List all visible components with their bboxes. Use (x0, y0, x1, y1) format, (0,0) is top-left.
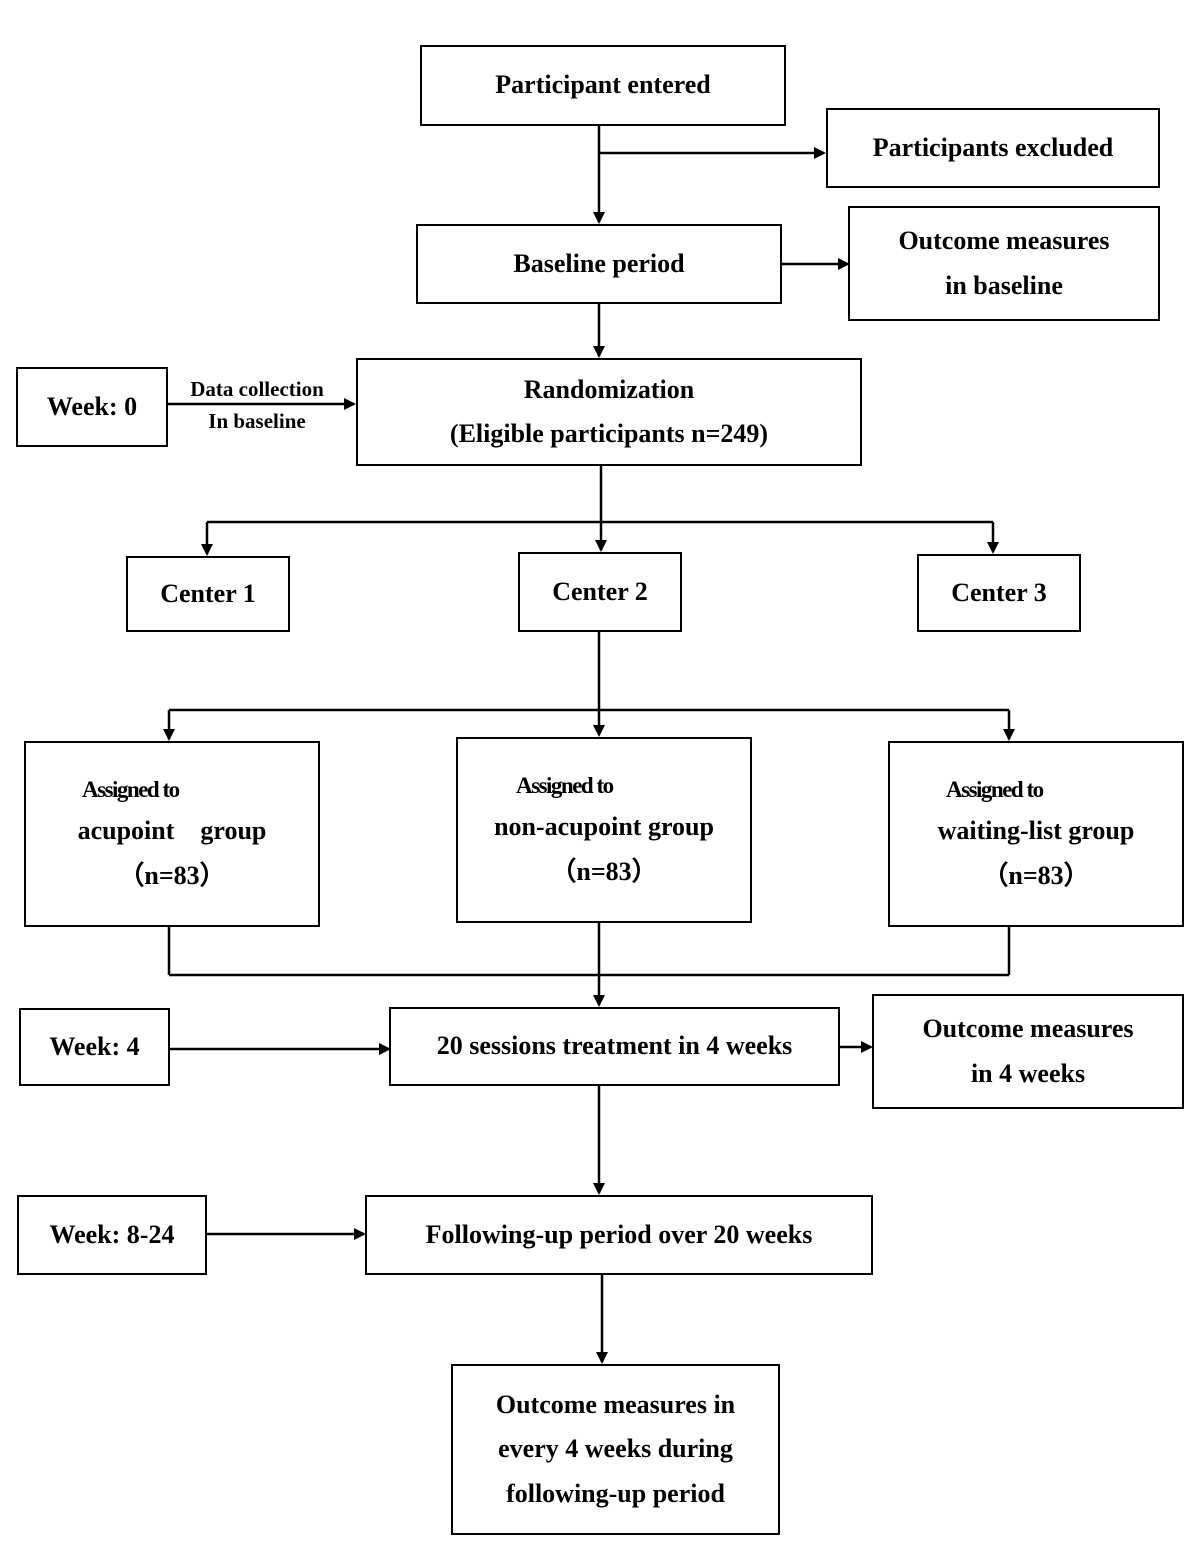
data-collection-line2: In baseline (208, 408, 306, 433)
nonacupoint-group-line3: （n=83） (550, 856, 658, 886)
outcome-followup-line1: Outcome measures in (495, 1390, 736, 1420)
center-1-text: Center 1 (160, 578, 256, 608)
box-waiting-list-group: Assigned to waiting-list group （n=83） (888, 741, 1184, 927)
followup-period-text: Following-up period over 20 weeks (425, 1219, 813, 1249)
participants-excluded-text: Participants excluded (872, 132, 1114, 162)
outcome-4-weeks-line2: in 4 weeks (970, 1058, 1086, 1088)
box-randomization: Randomization (Eligible participants n=2… (356, 358, 862, 466)
box-acupoint-group: Assigned to acupoint group （n=83） (24, 741, 320, 927)
outcome-4-weeks-line1: Outcome measures (922, 1014, 1134, 1044)
nonacupoint-group-line2: non-acupoint group (494, 812, 714, 842)
box-outcome-followup: Outcome measures in every 4 weeks during… (451, 1364, 780, 1535)
box-treatment: 20 sessions treatment in 4 weeks (389, 1007, 840, 1086)
box-week-0: Week: 0 (16, 367, 168, 447)
acupoint-group-line3: （n=83） (118, 860, 226, 890)
outcome-followup-line2: every 4 weeks during (498, 1434, 733, 1464)
treatment-text: 20 sessions treatment in 4 weeks (436, 1031, 793, 1061)
box-center-2: Center 2 (518, 552, 682, 632)
outcome-baseline-line2: in baseline (945, 270, 1063, 300)
outcome-baseline-line1: Outcome measures (898, 226, 1110, 256)
box-week-8-24: Week: 8-24 (17, 1195, 207, 1275)
outcome-followup-line3: following-up period (506, 1478, 725, 1508)
waiting-group-line3: （n=83） (982, 860, 1090, 890)
randomization-line2: (Eligible participants n=249) (449, 419, 769, 448)
box-followup-period: Following-up period over 20 weeks (365, 1195, 873, 1275)
week-0-text: Week: 0 (46, 391, 138, 421)
participant-entered-text: Participant entered (495, 70, 711, 100)
data-collection-line1: Data collection (190, 377, 324, 401)
box-outcome-baseline: Outcome measures in baseline (848, 206, 1160, 321)
randomization-line1: Randomization (523, 374, 695, 404)
box-center-1: Center 1 (126, 556, 290, 632)
acupoint-group-line1: Assigned to (82, 777, 180, 803)
waiting-group-line1: Assigned to (946, 777, 1044, 803)
box-nonacupoint-group: Assigned to non-acupoint group （n=83） (456, 737, 752, 923)
label-data-collection: Data collection In baseline (170, 374, 344, 437)
box-week-4: Week: 4 (19, 1008, 170, 1086)
acupoint-group-line2: acupoint group (77, 816, 267, 846)
center-3-text: Center 3 (951, 577, 1047, 607)
week-8-24-text: Week: 8-24 (49, 1219, 175, 1249)
waiting-group-line2: waiting-list group (937, 816, 1135, 846)
box-outcome-4-weeks: Outcome measures in 4 weeks (872, 994, 1184, 1109)
box-baseline-period: Baseline period (416, 224, 782, 304)
center-2-text: Center 2 (552, 576, 648, 606)
baseline-period-text: Baseline period (513, 248, 685, 278)
box-participants-excluded: Participants excluded (826, 108, 1160, 188)
week-4-text: Week: 4 (49, 1031, 140, 1061)
box-center-3: Center 3 (917, 554, 1081, 632)
nonacupoint-group-line1: Assigned to (516, 773, 614, 799)
box-participant-entered: Participant entered (420, 45, 786, 126)
